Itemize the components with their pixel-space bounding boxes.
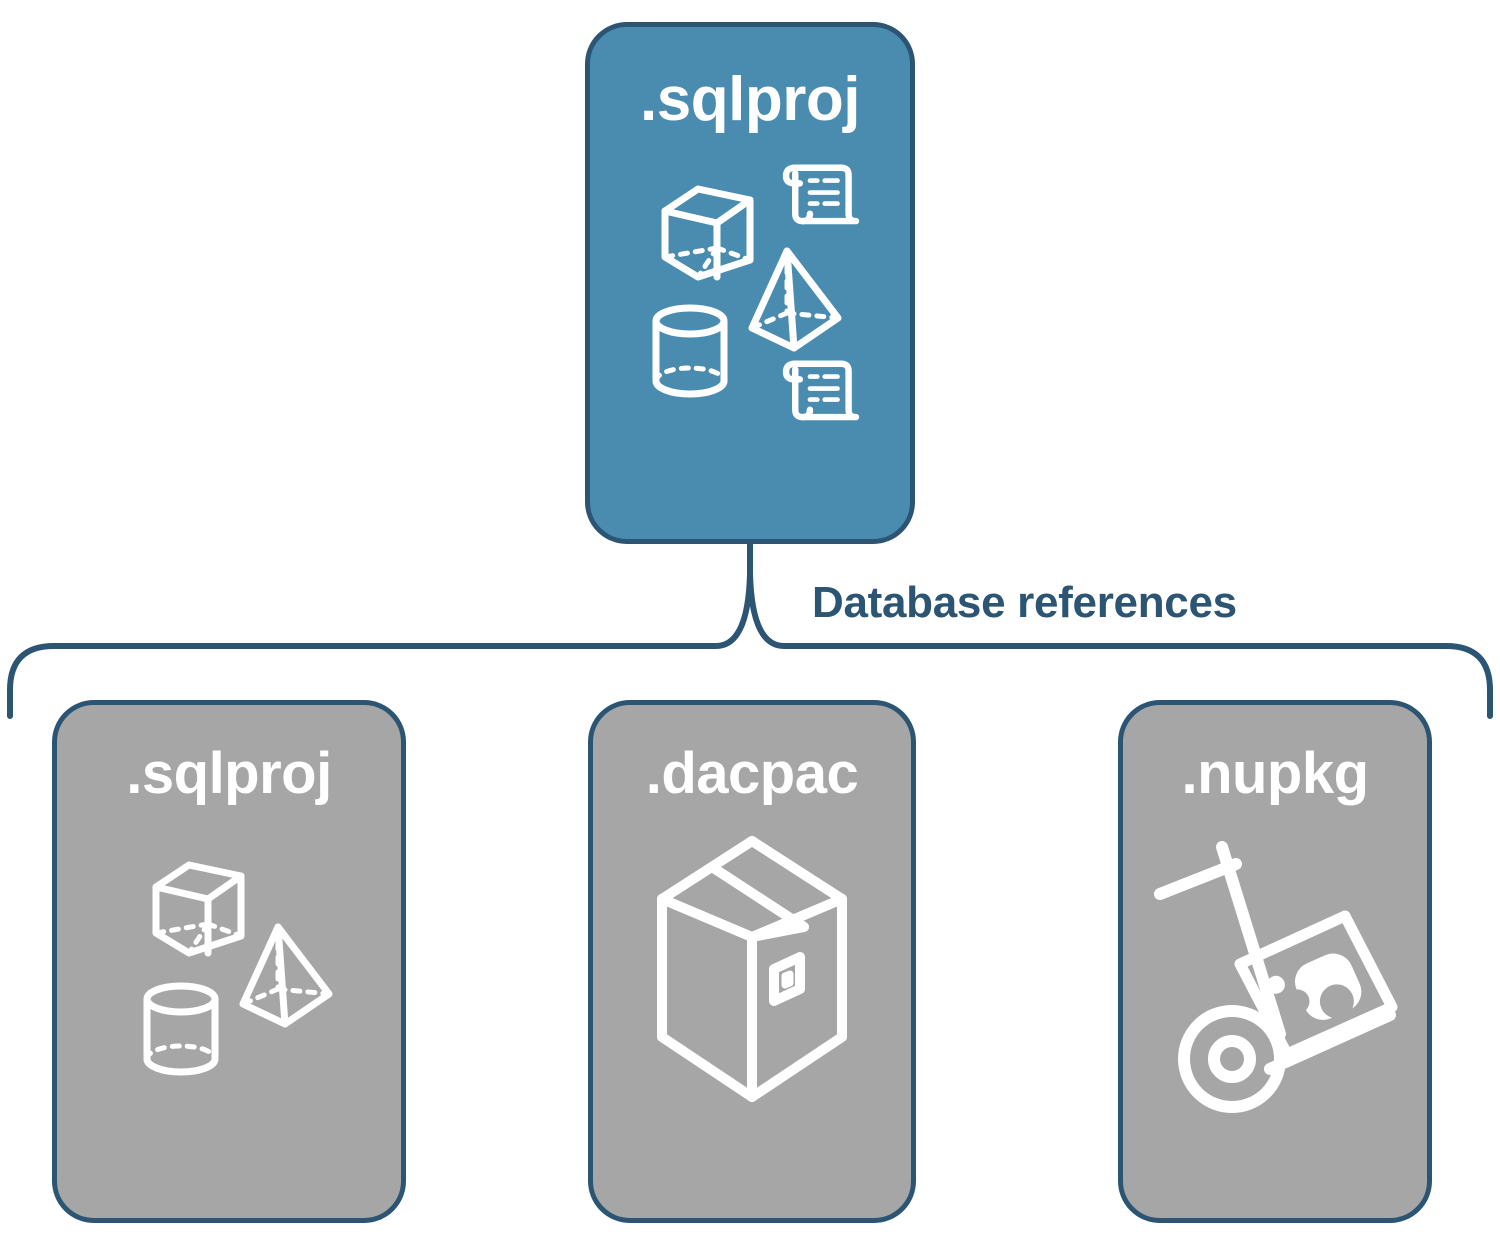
child-nupkg-icon-group bbox=[1140, 819, 1410, 1119]
nuget-logo-icon bbox=[1266, 953, 1362, 1020]
node-child-nupkg[interactable]: .nupkg bbox=[1118, 700, 1432, 1223]
bracket-path bbox=[7, 571, 1493, 719]
hand-truck-nuget-package-icon bbox=[1154, 841, 1398, 1113]
pyramid-wireframe-icon bbox=[239, 923, 333, 1028]
node-child-nupkg-label: .nupkg bbox=[1181, 741, 1369, 806]
cylinder-wireframe-icon bbox=[143, 982, 219, 1076]
node-child-sqlproj[interactable]: .sqlproj bbox=[52, 700, 406, 1223]
cube-wireframe-icon bbox=[152, 861, 245, 957]
node-root-sqlproj[interactable]: .sqlproj bbox=[585, 22, 915, 544]
node-root-sqlproj-label: .sqlproj bbox=[640, 65, 860, 134]
cube-wireframe-icon bbox=[661, 185, 754, 281]
child-sqlproj-icon-group bbox=[114, 819, 344, 1109]
node-child-dacpac-label: .dacpac bbox=[645, 741, 859, 806]
cylinder-wireframe-icon bbox=[652, 304, 728, 398]
node-child-sqlproj-label: .sqlproj bbox=[126, 741, 332, 806]
bracket-label: Database references bbox=[812, 578, 1237, 627]
pyramid-wireframe-icon bbox=[748, 247, 842, 352]
node-child-dacpac[interactable]: .dacpac bbox=[588, 700, 916, 1223]
scroll-icon bbox=[782, 164, 860, 225]
package-box-icon bbox=[657, 836, 847, 1102]
scroll-icon bbox=[782, 360, 860, 421]
child-dacpac-icon-group bbox=[622, 819, 882, 1119]
root-icon-group bbox=[635, 153, 865, 433]
